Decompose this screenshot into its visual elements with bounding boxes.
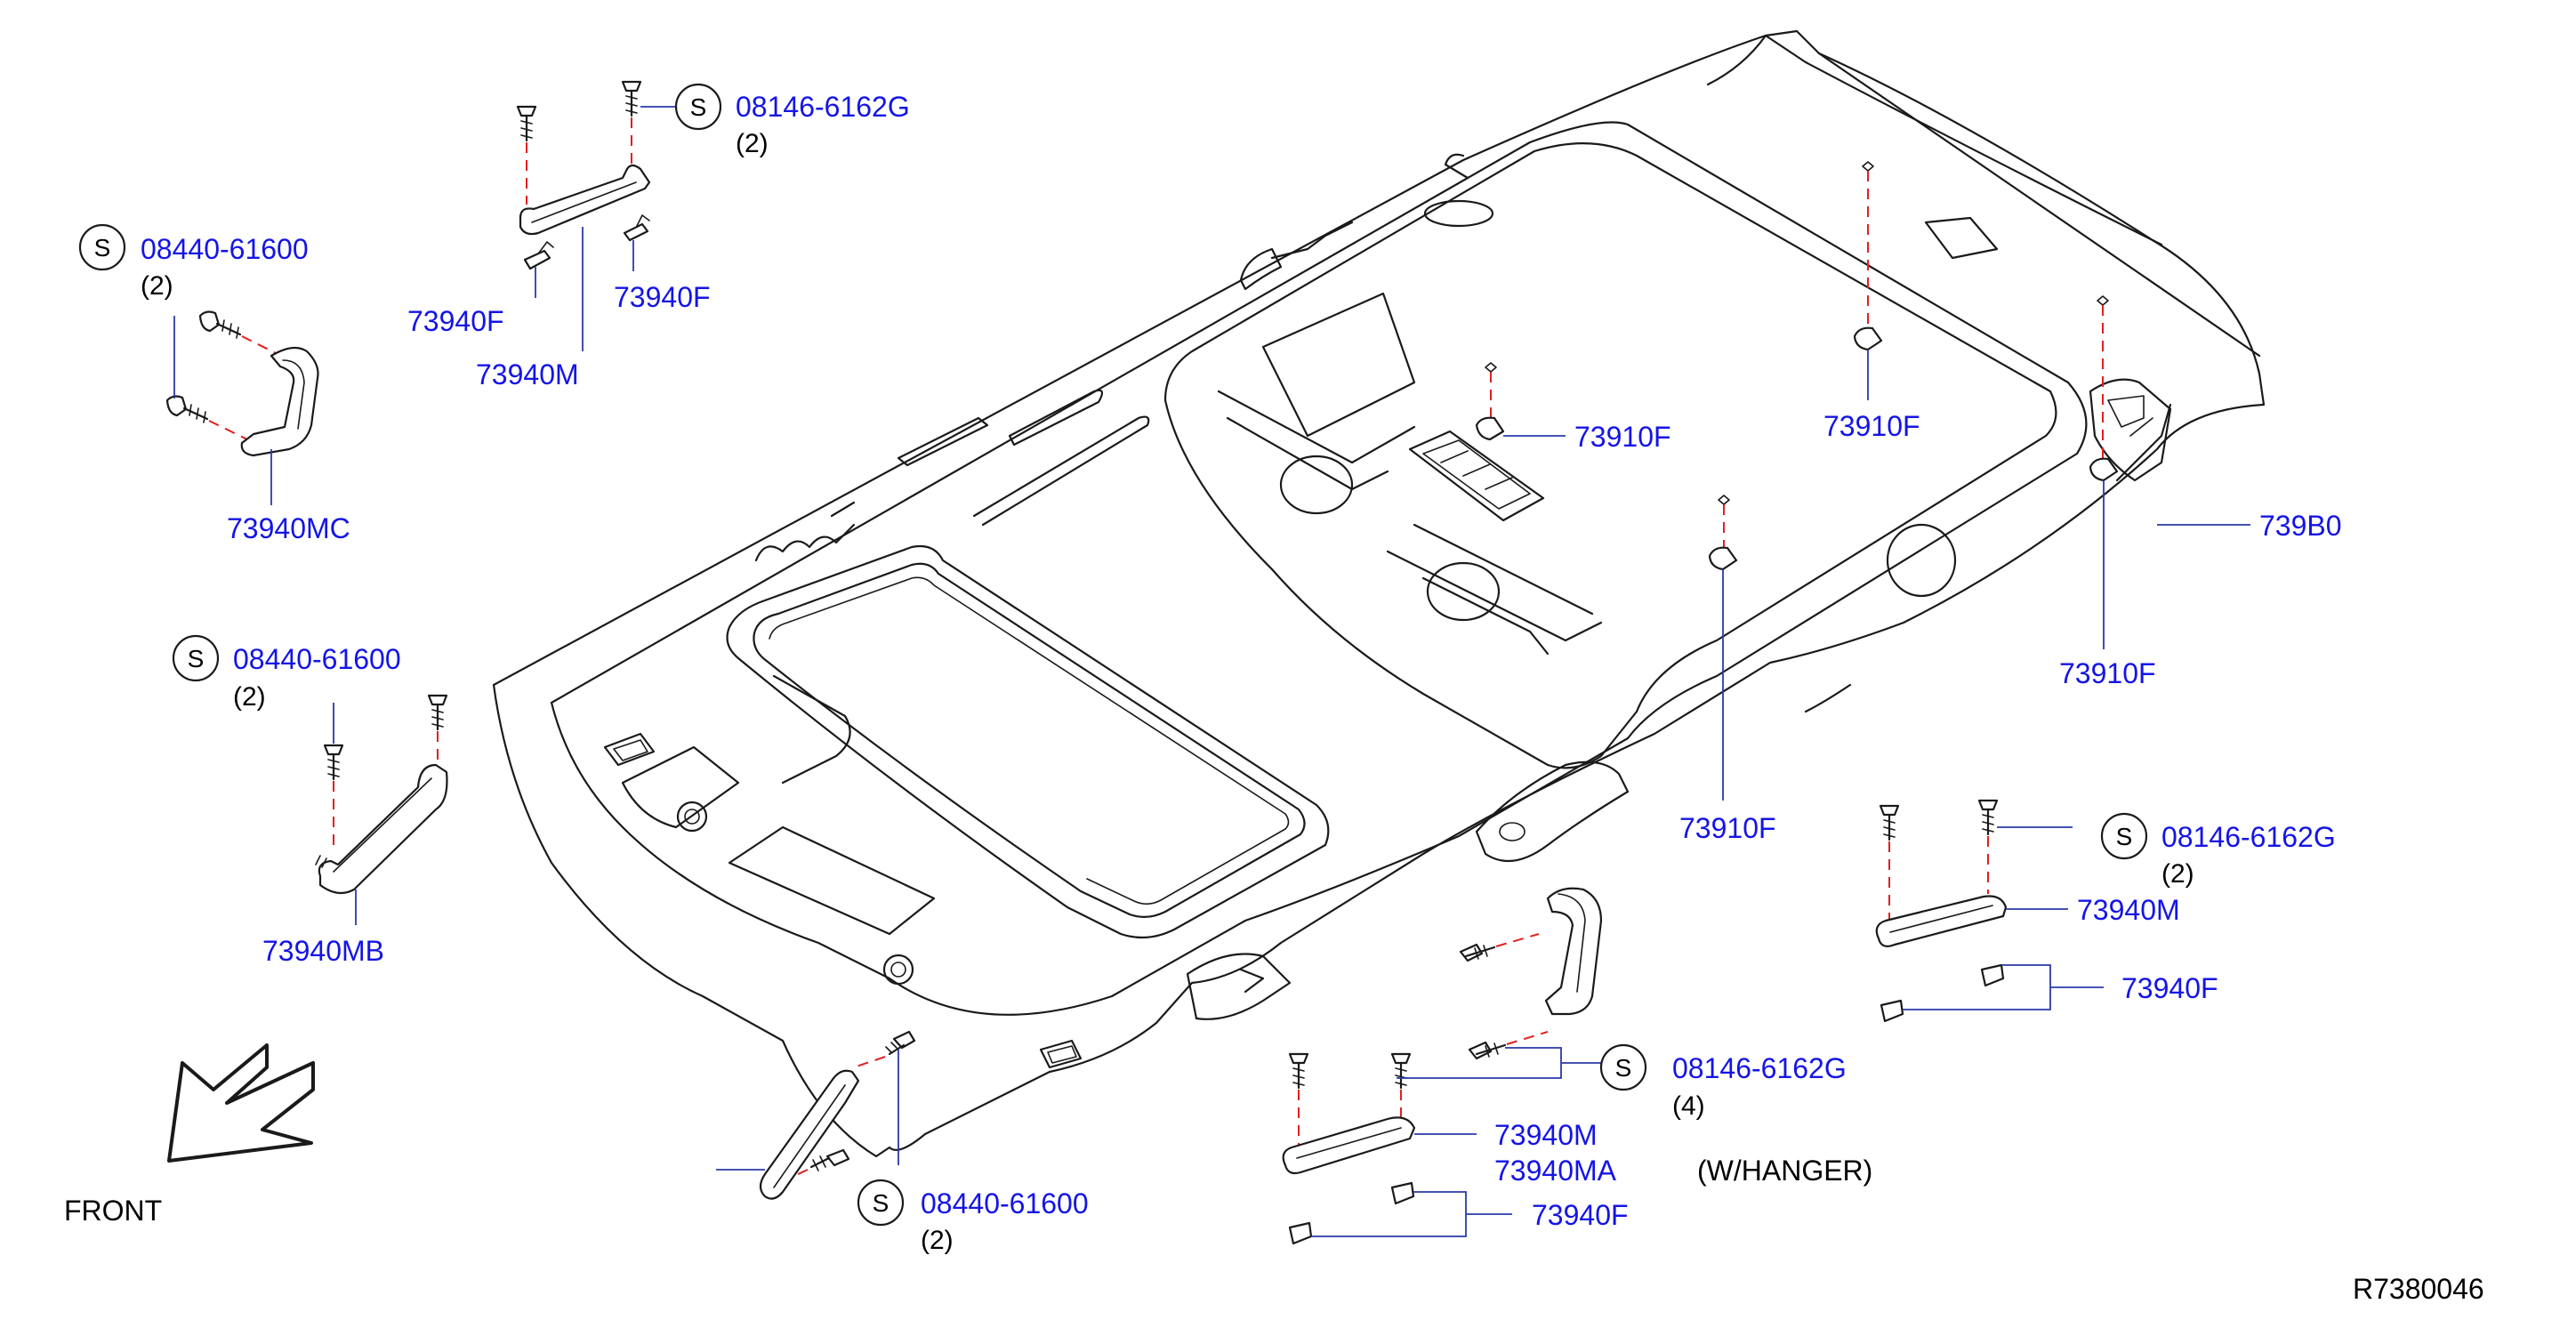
grip-mb-bottom-part[interactable] <box>716 1030 916 1200</box>
label-grip-clip-bottom[interactable]: 73940F <box>1532 1199 1629 1231</box>
circled-s-icon: S <box>78 223 126 271</box>
label-grip-clip-top-left-b[interactable]: 73940F <box>614 281 711 313</box>
label-headlining[interactable]: 739B0 <box>2259 510 2342 542</box>
circled-s-icon: S <box>857 1179 905 1227</box>
label-front: FRONT <box>64 1195 162 1227</box>
headlining-panel[interactable] <box>492 29 2266 1158</box>
circled-s-icon: S <box>172 634 220 682</box>
clip-top-right-part[interactable] <box>1853 161 1883 400</box>
label-screw-upper-left[interactable]: 08440-61600 <box>141 233 309 265</box>
label-bolt-bottom-qty: (4) <box>1672 1091 1705 1121</box>
label-bolt-top-left-qty: (2) <box>736 129 769 158</box>
reference-code: R7380046 <box>2353 1273 2484 1305</box>
label-grip-bottom-ma[interactable]: 73940MA <box>1494 1155 1617 1187</box>
label-grip-mc[interactable]: 73940MC <box>227 512 350 544</box>
label-screw-upper-left-qty: (2) <box>141 271 173 301</box>
label-grip-mb-left[interactable]: 73940MB <box>262 935 384 967</box>
svg-text:S: S <box>873 1189 890 1217</box>
svg-text:S: S <box>2116 823 2133 850</box>
label-grip-top-left[interactable]: 73940M <box>476 358 579 390</box>
label-clip-right[interactable]: 73910F <box>2059 657 2156 689</box>
label-bolt-bottom[interactable]: 08146-6162G <box>1672 1052 1847 1084</box>
label-clip-top-right[interactable]: 73910F <box>1823 410 1920 442</box>
label-screw-bottom[interactable]: 08440-61600 <box>921 1187 1089 1219</box>
grip-mc-part[interactable] <box>165 310 319 505</box>
circled-s-icon: S <box>674 83 722 131</box>
label-grip-right[interactable]: 73940M <box>2077 894 2180 926</box>
grip-right-part[interactable] <box>1875 799 2104 1023</box>
grip-top-left-part[interactable] <box>516 80 676 351</box>
grip-bottom-center-part[interactable] <box>1282 887 1603 1245</box>
svg-text:S: S <box>1615 1054 1632 1082</box>
label-screw-bottom-qty: (2) <box>921 1226 954 1255</box>
svg-text:S: S <box>690 93 707 121</box>
front-arrow-icon <box>167 1043 315 1163</box>
label-clip-center[interactable]: 73910F <box>1574 421 1671 453</box>
label-clip-lower[interactable]: 73910F <box>1679 812 1776 844</box>
clip-center-part[interactable] <box>1475 362 1566 441</box>
label-bolt-top-left[interactable]: 08146-6162G <box>736 91 910 123</box>
clip-right-part[interactable] <box>2089 295 2119 649</box>
label-bolt-right[interactable]: 08146-6162G <box>2161 821 2336 853</box>
label-grip-clip-top-left-a[interactable]: 73940F <box>407 305 504 337</box>
label-grip-clip-right[interactable]: 73940F <box>2121 972 2218 1004</box>
label-screw-mid-left[interactable]: 08440-61600 <box>233 643 401 675</box>
label-bolt-right-qty: (2) <box>2161 859 2194 889</box>
label-hanger-note: (W/HANGER) <box>1697 1155 1872 1187</box>
svg-text:S: S <box>188 645 205 672</box>
svg-text:S: S <box>94 234 111 262</box>
circled-s-icon: S <box>2100 812 2148 860</box>
label-grip-bottom-m[interactable]: 73940M <box>1494 1119 1598 1151</box>
label-screw-mid-left-qty: (2) <box>233 682 266 712</box>
circled-s-icon: S <box>1599 1043 1647 1091</box>
clip-lower-part[interactable] <box>1708 495 1738 801</box>
grip-mb-left-part[interactable] <box>315 694 448 925</box>
